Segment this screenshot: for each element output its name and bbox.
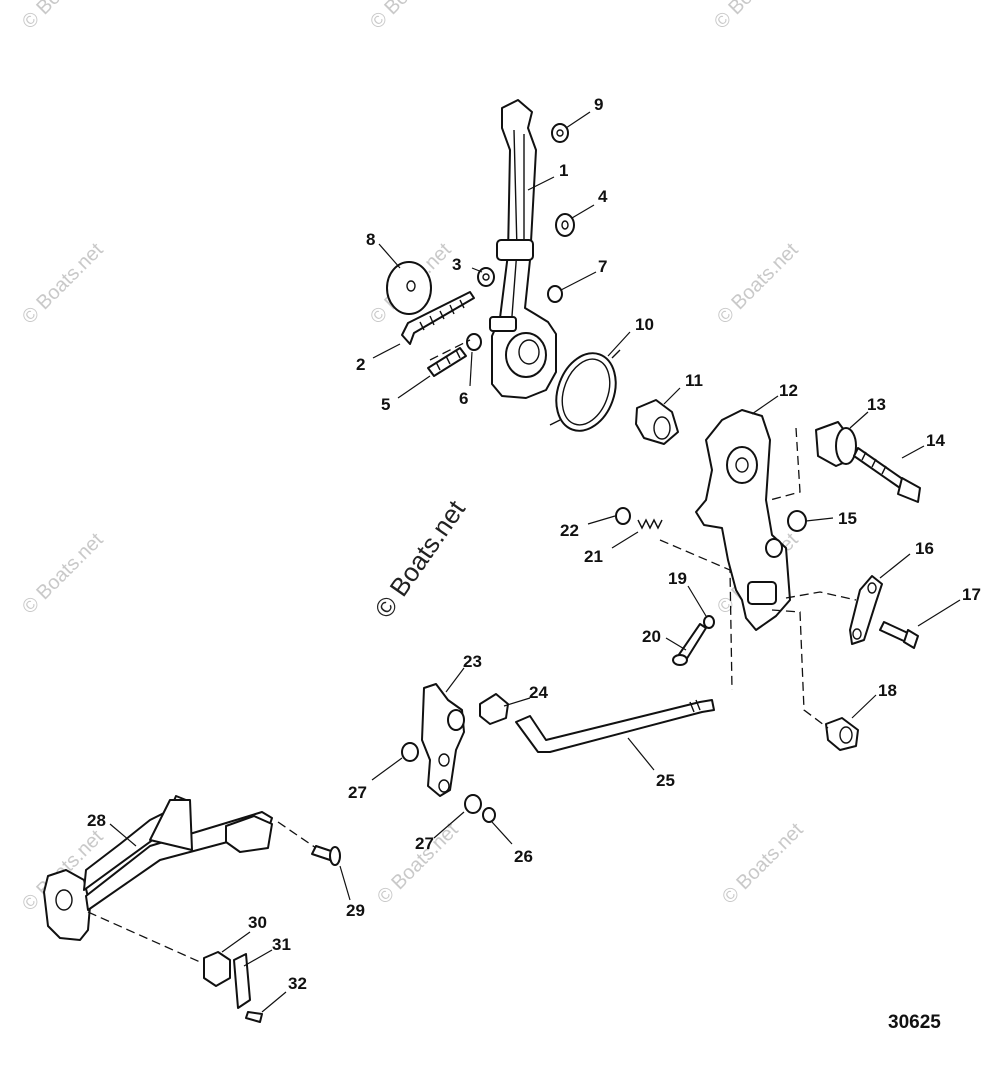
- callout-10: 10: [635, 315, 654, 334]
- part-31-plate: [233, 953, 251, 1009]
- part-1-lever-arm: [489, 99, 557, 399]
- callout-14: 14: [926, 431, 945, 450]
- callout-31: 31: [272, 935, 291, 954]
- watermark: © Boats.net: [18, 0, 108, 34]
- callout-26: 26: [514, 847, 533, 866]
- callout-7: 7: [598, 257, 607, 276]
- callout-21: 21: [584, 547, 603, 566]
- callout-25: 25: [656, 771, 675, 790]
- callout-2: 2: [356, 355, 365, 374]
- part-10-spring: [549, 349, 621, 432]
- callout-20: 20: [642, 627, 661, 646]
- part-5-stud: [427, 347, 467, 377]
- callout-27b: 27: [415, 834, 434, 853]
- part-26-washer: [482, 807, 496, 823]
- callout-6: 6: [459, 389, 468, 408]
- part-27-nut-upper: [401, 742, 419, 762]
- watermark: © Boats.net: [366, 0, 456, 34]
- callout-17: 17: [962, 585, 981, 604]
- watermark: © Boats.net: [18, 529, 108, 619]
- callout-1: 1: [559, 161, 568, 180]
- watermark-layer: © Boats.net © Boats.net © Boats.net © Bo…: [18, 0, 808, 916]
- figure-number: 30625: [888, 1012, 941, 1033]
- callout-23: 23: [463, 652, 482, 671]
- part-11-bushing: [635, 399, 679, 445]
- part-25-rod: [515, 699, 715, 753]
- part-14-bolt: [853, 447, 921, 503]
- watermark: © Boats.net: [713, 239, 803, 329]
- part-27-nut-lower: [464, 794, 482, 814]
- part-23-lever: [421, 683, 465, 797]
- part-30-block: [203, 951, 231, 987]
- callout-labels: 1 2 3 4 5 6 7 8 9 10 11 12 13 14 15 16 1…: [87, 95, 981, 993]
- callout-9: 9: [594, 95, 603, 114]
- part-8-washer: [386, 261, 432, 315]
- part-4-nut: [555, 213, 575, 237]
- callout-15: 15: [838, 509, 857, 528]
- part-2-screw: [401, 291, 475, 345]
- part-13-sleeve: [815, 421, 857, 467]
- callout-28: 28: [87, 811, 106, 830]
- part-12-bracket: [695, 409, 791, 631]
- part-18-nut: [825, 717, 859, 751]
- callout-22: 22: [560, 521, 579, 540]
- part-9-nut: [551, 123, 569, 143]
- callout-19: 19: [668, 569, 687, 588]
- callout-18: 18: [878, 681, 897, 700]
- part-16-link: [849, 575, 883, 645]
- part-19-washer: [703, 615, 715, 629]
- watermark: © Boats.net: [373, 819, 463, 909]
- part-3-nut: [477, 267, 495, 287]
- callout-16: 16: [915, 539, 934, 558]
- callout-27a: 27: [348, 783, 367, 802]
- callout-12: 12: [779, 381, 798, 400]
- watermark: © Boats.net: [718, 819, 808, 909]
- callout-29: 29: [346, 901, 365, 920]
- part-20-screw: [672, 623, 707, 666]
- part-21-spring: [637, 518, 663, 530]
- leader-lines: [109, 111, 961, 1013]
- callout-32: 32: [288, 974, 307, 993]
- part-6-nut: [466, 333, 482, 351]
- part-29-screw: [311, 845, 341, 866]
- part-15-nut: [787, 510, 807, 532]
- callout-5: 5: [381, 395, 390, 414]
- part-24-bushing: [479, 693, 509, 725]
- callout-3: 3: [452, 255, 461, 274]
- watermark: © Boats.net: [710, 0, 800, 34]
- part-17-screw: [879, 621, 919, 649]
- callout-11: 11: [685, 371, 703, 390]
- watermark: © Boats.net: [18, 239, 108, 329]
- part-22-nut: [615, 507, 631, 525]
- callout-8: 8: [366, 230, 375, 249]
- callout-30: 30: [248, 913, 267, 932]
- assembly-lines: [87, 339, 857, 963]
- part-32-screw: [245, 1011, 263, 1023]
- part-28-base-bracket: [43, 795, 273, 941]
- callout-13: 13: [867, 395, 886, 414]
- callout-24: 24: [529, 683, 548, 702]
- part-7-nut: [547, 285, 563, 303]
- callout-4: 4: [598, 187, 608, 206]
- watermark-center: © Boats.net: [368, 494, 471, 623]
